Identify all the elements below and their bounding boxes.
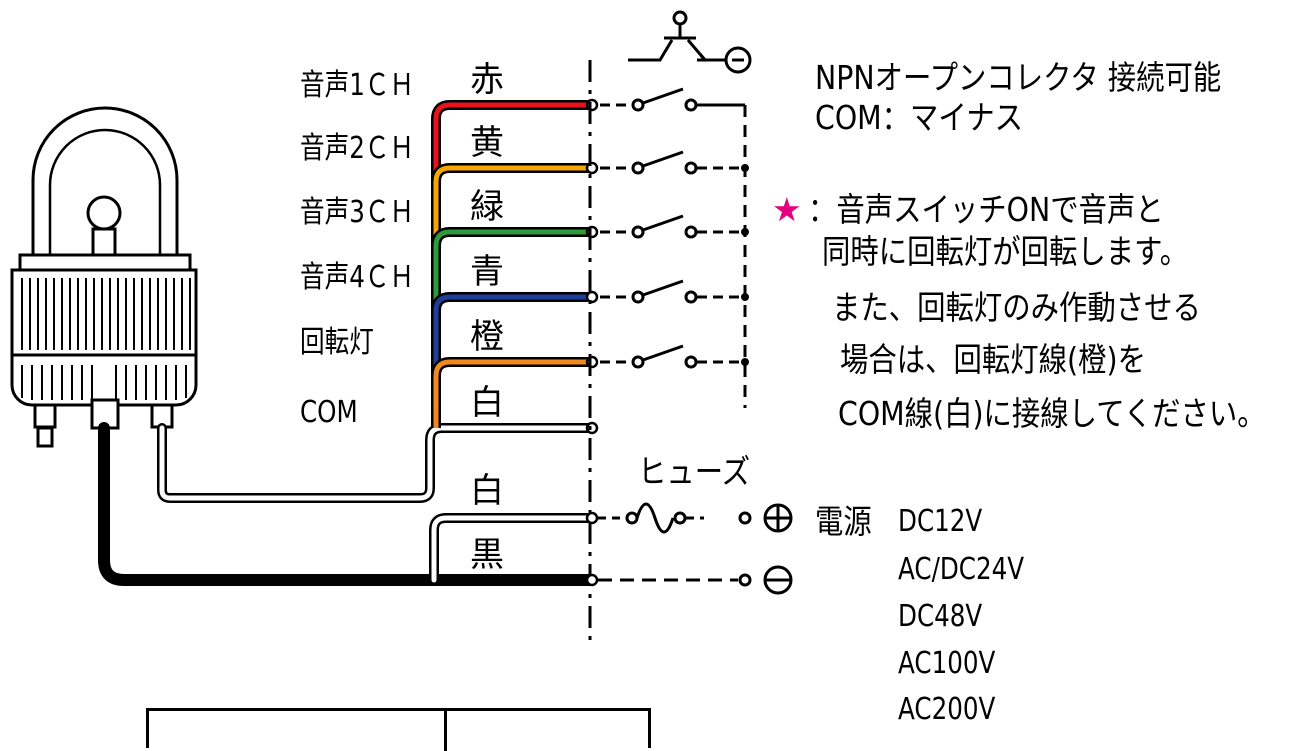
voltage-ac200: AC200V: [898, 692, 996, 727]
light-cables: [98, 422, 596, 586]
star-note-line5: COM線(白)に接線してください。: [838, 394, 1266, 433]
wire-outline: [431, 357, 590, 428]
wiring-diagram: [10, 10, 793, 640]
spec-table-cell: [149, 711, 447, 751]
terminal-dot: [585, 421, 599, 435]
wire-color-label-4: 青: [470, 252, 504, 292]
star-note-line2: 同時に回転灯が回転します。: [822, 232, 1189, 271]
wire-4: [433, 294, 590, 428]
wire-color-label-6: 白: [470, 383, 504, 423]
voltage-acdc24: AC/DC24V: [898, 552, 1025, 587]
switch-icon: [600, 150, 749, 175]
fuse-label: ヒューズ: [638, 452, 751, 491]
star-icon: ★: [772, 190, 802, 229]
rotating-light-icon: [10, 106, 198, 448]
channel-label-1: 音声1ＣＨ: [300, 68, 415, 103]
terminal-dot: [585, 290, 599, 304]
switch-icon: [600, 87, 747, 362]
wire-outline: [431, 227, 590, 428]
wire-1: [433, 102, 590, 428]
switch-icon: [600, 344, 749, 369]
wire-color-label-5: 橙: [470, 317, 504, 357]
npn-transistor-icon: [628, 10, 752, 74]
voltage-dc12: DC12V: [898, 504, 983, 539]
star-note-line1: ：音声スイッチONで音声と: [808, 190, 1164, 229]
power-black-wire-label: 黒: [470, 535, 504, 575]
channel-label-3: 音声3ＣＨ: [300, 195, 415, 230]
wire-color-label-3: 緑: [470, 187, 504, 227]
wire-3: [433, 229, 590, 428]
channel-label-4: 音声4ＣＨ: [300, 260, 415, 295]
power-white-wire-label: 白: [470, 471, 504, 511]
plus-terminal-icon: [763, 503, 793, 533]
voltage-ac100: AC100V: [898, 646, 996, 681]
switch-icon: [600, 279, 749, 304]
power-label: 電源: [815, 502, 872, 541]
wire-outline: [431, 100, 590, 428]
channel-label-5: 回転灯: [300, 325, 374, 360]
channel-label-2: 音声2ＣＨ: [300, 131, 415, 166]
switch-icon: [600, 214, 749, 239]
star-note-line3: また、回転灯のみ作動させる: [832, 288, 1201, 327]
signal-wires: [431, 98, 599, 435]
fuse-icon: [598, 502, 752, 587]
minus-terminal-icon: [763, 565, 793, 595]
wire-color-label-2: 黄: [470, 123, 504, 163]
channel-label-6: COM: [300, 395, 358, 430]
star-note-line4: 場合は、回転灯線(橙)を: [840, 340, 1146, 379]
wire-color-label-1: 赤: [470, 60, 504, 100]
wire-5: [433, 359, 590, 428]
switch-bank: [600, 87, 749, 408]
wire-2: [433, 165, 590, 428]
voltage-dc48: DC48V: [898, 599, 983, 634]
spec-table: [146, 708, 651, 751]
npn-note-line2: COM：マイナス: [815, 98, 1023, 137]
npn-note-line1: NPNオープンコレクタ 接続可能: [815, 58, 1222, 97]
